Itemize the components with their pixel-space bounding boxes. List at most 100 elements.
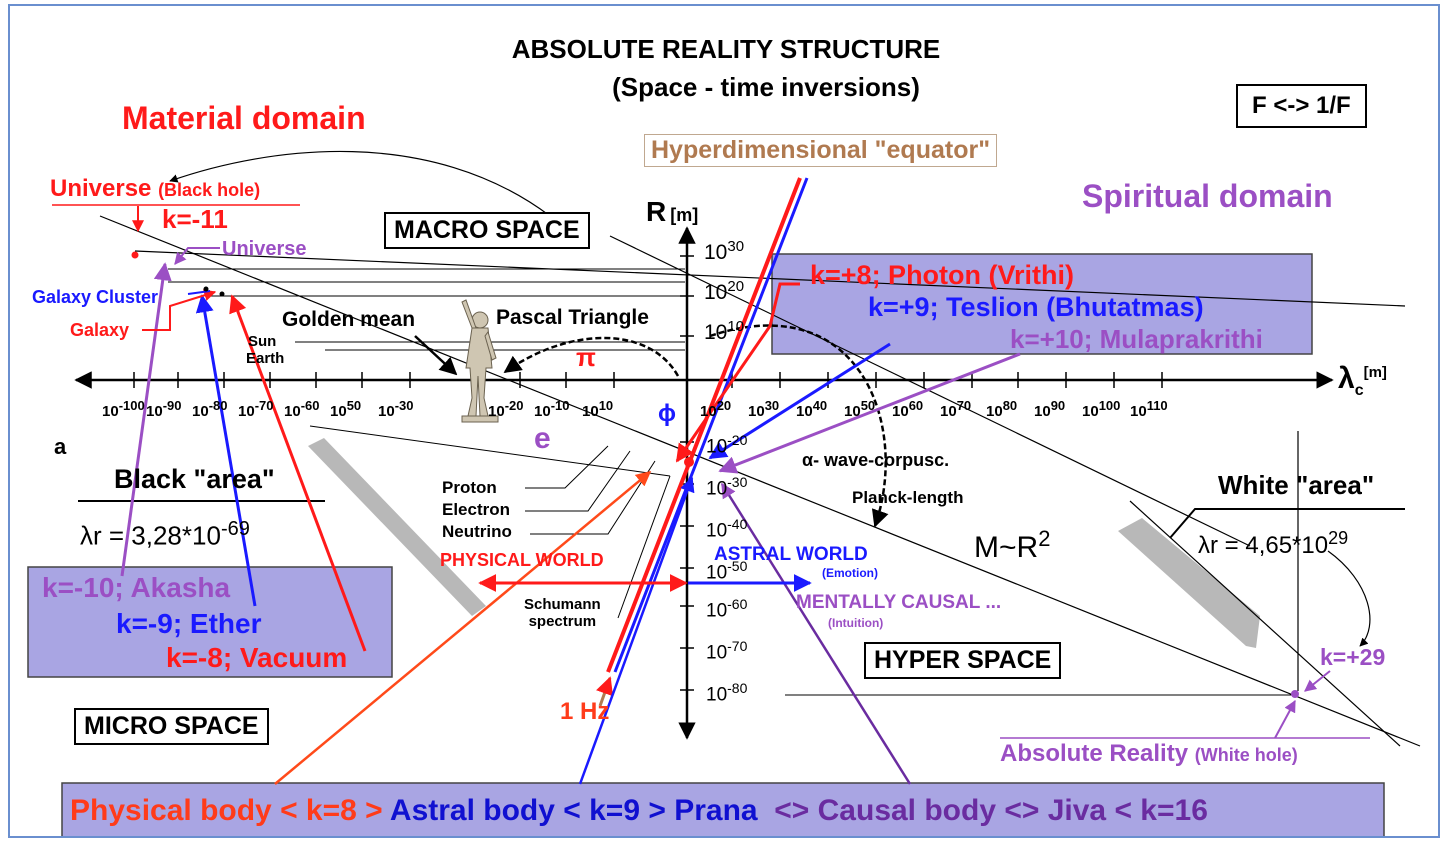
tick-base: 10 (706, 642, 728, 664)
tick-base: 10 (892, 403, 909, 420)
planck-curve-arrow (709, 324, 889, 528)
tick-exponent: -70 (254, 398, 274, 413)
neutrino-leader (530, 460, 656, 535)
spiritual-domain-label: Spiritual domain (1082, 178, 1333, 214)
origin-dot (684, 457, 694, 467)
e-label: e (534, 422, 551, 455)
absolute-text: Absolute Reality (1000, 740, 1189, 767)
black-area-title: Black "area" (114, 464, 275, 494)
tick-base: 10 (1082, 403, 1099, 420)
y-tick-label: 10-60 (706, 596, 747, 622)
white-area-formula: λr = 4,65*1029 (1198, 528, 1348, 560)
k-minus-11-label: k=-11 (162, 204, 228, 234)
x-tick-label: 1030 (748, 398, 779, 420)
tick-exponent: -10 (550, 398, 570, 413)
material-domain-label: Material domain (122, 100, 366, 136)
tick-exponent: 30 (764, 398, 780, 413)
schumann-line2: spectrum (528, 613, 597, 630)
tick-base: 10 (704, 241, 728, 264)
y-tick-label: 1030 (704, 238, 744, 265)
tick-base: 10 (1130, 403, 1147, 420)
photon-arrow (675, 282, 800, 463)
schumann-leader (617, 475, 671, 619)
electron-leader (525, 450, 631, 512)
tick-exponent: -80 (727, 680, 748, 696)
planck-length-label: Planck-length (852, 488, 964, 507)
x-tick-label: 10-20 (488, 398, 523, 420)
tick-base: 10 (700, 403, 717, 420)
tick-exponent: -20 (504, 398, 524, 413)
tick-exponent: 50 (860, 398, 876, 413)
x-tick-label: 10100 (1082, 398, 1120, 420)
tick-exponent: -20 (727, 432, 748, 448)
k-plus-29-label: k=+29 (1320, 644, 1386, 670)
tick-exponent: 90 (1050, 398, 1066, 413)
tick-exponent: 80 (1002, 398, 1018, 413)
tick-base: 10 (844, 403, 861, 420)
one-hz-label: 1 Hz (560, 698, 610, 725)
galaxy-cluster-label: Galaxy Cluster (32, 287, 159, 307)
y-tick-label: 10-20 (706, 432, 747, 458)
diagram-canvas (27, 150, 1421, 836)
teslion-arrow (708, 342, 891, 460)
akasha-label: k=-10; Akasha (42, 572, 231, 603)
tick-base: 10 (146, 403, 163, 420)
tick-exponent: 110 (1146, 398, 1168, 413)
pascal-triangle-label: Pascal Triangle (496, 306, 649, 329)
inversion-box: F <-> 1/F (1236, 84, 1367, 128)
causal-body-arrow (720, 482, 912, 785)
x-tick-label: 1080 (986, 398, 1017, 420)
tick-exponent: -70 (727, 638, 748, 654)
x-tick-label: 10-70 (238, 398, 273, 420)
r-axis-label: R[m] (646, 196, 698, 228)
mental-world-label: MENTALLY CAUSAL ... (796, 592, 1002, 613)
tick-base: 10 (704, 281, 728, 304)
page-title: ABSOLUTE REALITY STRUCTURE (511, 34, 941, 64)
x-tick-label: 1070 (940, 398, 971, 420)
white-area-shadow (1118, 518, 1260, 648)
proton-leader (525, 445, 609, 489)
diagonal-line-5 (309, 425, 671, 477)
alpha-wave-label: α- wave-corpusc. (802, 450, 950, 470)
universe-dot (131, 251, 139, 259)
x-tick-label: 10-90 (146, 398, 181, 420)
x-tick-label: 1040 (796, 398, 827, 420)
left-k-panel (27, 566, 393, 678)
x-tick-label: 1020 (700, 398, 731, 420)
tick-exponent: 50 (346, 398, 362, 413)
mass-radius-label: M~R2 (974, 526, 1050, 565)
tick-base: 10 (940, 403, 957, 420)
micro-space-box: MICRO SPACE (74, 708, 269, 745)
tick-exponent: 100 (1098, 398, 1121, 413)
bottom-bar-segment: <> Causal body <> Jiva < k=16 (774, 794, 1208, 827)
tick-base: 10 (378, 403, 395, 420)
tick-base: 10 (706, 562, 728, 584)
tick-base: 10 (706, 478, 728, 500)
galaxy-label: Galaxy (70, 320, 130, 340)
mr-text: M~R (974, 531, 1039, 564)
universe-bh-note: (Black hole) (158, 180, 261, 200)
galaxy-dot (219, 291, 225, 297)
tick-exponent: -80 (208, 398, 228, 413)
tick-base: 10 (986, 403, 1003, 420)
teslion-label: k=+9; Teslion (Bhutatmas) (868, 292, 1204, 322)
x-tick-label: 1050 (844, 398, 875, 420)
tick-exponent: 20 (716, 398, 732, 413)
schumann-line1: Schumann (524, 596, 601, 613)
tick-base: 10 (330, 403, 347, 420)
a-label: a (54, 434, 67, 459)
x-tick-label: 10-100 (102, 398, 145, 420)
galaxy-cluster-leader (187, 290, 211, 295)
k29-purple-pointer (1304, 670, 1331, 692)
diagonal-line-3 (1129, 500, 1401, 747)
lambda-axis-label: λc[m] (1338, 362, 1387, 400)
y-tick-label: 10-30 (706, 474, 747, 500)
universe-label: Universe (222, 238, 307, 260)
lambda-symbol: λ (1338, 362, 1355, 395)
tick-exponent: -30 (394, 398, 414, 413)
electron-label: Electron (442, 500, 511, 519)
mula-arrow (718, 352, 1021, 474)
x-tick-label: 10-10 (534, 398, 569, 420)
absolute-note: (White hole) (1194, 745, 1298, 765)
x-tick-label: 10110 (1130, 398, 1168, 420)
